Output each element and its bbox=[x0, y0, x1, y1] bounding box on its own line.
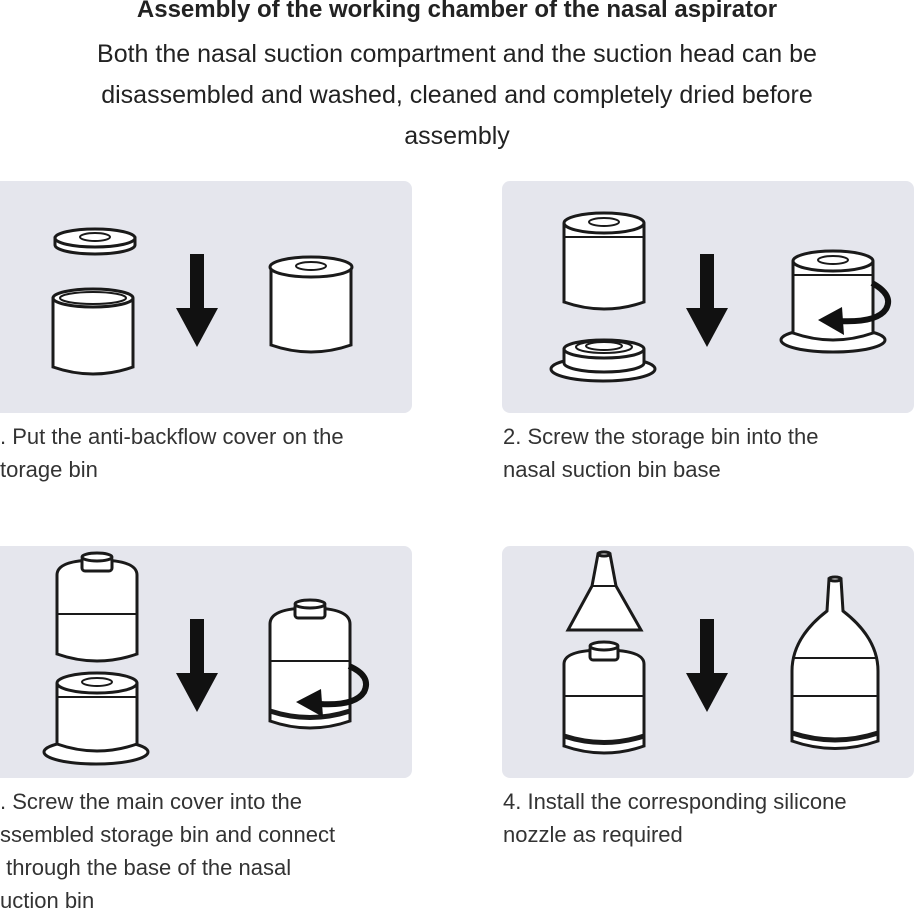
assembled-aspirator-icon bbox=[790, 575, 880, 750]
step-3-caption-line-3: through the base of the nasal bbox=[0, 855, 292, 880]
assembled-bin-icon bbox=[268, 255, 354, 354]
step-3-caption-line-2: ssembled storage bin and connect bbox=[0, 822, 336, 847]
subtitle-line-2: disassembled and washed, cleaned and com… bbox=[101, 81, 813, 109]
step-1-caption-line-1: . Put the anti-backflow cover on the bbox=[0, 424, 344, 449]
suction-bin-base-icon bbox=[549, 338, 657, 383]
step-1-caption: . Put the anti-backflow cover on the tor… bbox=[0, 420, 344, 486]
title: Assembly of the working chamber of the n… bbox=[136, 0, 778, 23]
aspirator-chamber-icon bbox=[562, 640, 646, 755]
step-2-illustration-panel bbox=[502, 181, 914, 413]
step-4-caption-line-2: nozzle as required bbox=[503, 822, 683, 847]
step-3-caption: . Screw the main cover into the ssembled… bbox=[0, 785, 335, 917]
rotate-arrow-icon bbox=[296, 663, 370, 717]
step-3-illustration bbox=[42, 551, 370, 766]
down-arrow-icon bbox=[176, 254, 218, 347]
down-arrow-icon bbox=[686, 254, 728, 347]
main-cover-icon bbox=[55, 551, 139, 663]
storage-bin-with-base-icon bbox=[42, 671, 150, 766]
silicone-nozzle-icon bbox=[565, 550, 644, 632]
step-4-caption: 4. Install the corresponding silicone no… bbox=[503, 785, 847, 851]
subtitle: Both the nasal suction compartment and t… bbox=[20, 34, 894, 157]
step-3-illustration-panel bbox=[0, 546, 412, 778]
step-3-caption-line-4: uction bin bbox=[0, 888, 95, 913]
storage-bin-icon bbox=[51, 287, 135, 376]
step-1-illustration bbox=[51, 227, 354, 376]
step-1-illustration-panel bbox=[0, 181, 412, 413]
rotate-arrow-icon bbox=[818, 280, 892, 335]
step-4-caption-line-1: 4. Install the corresponding silicone bbox=[503, 789, 847, 814]
storage-bin-icon bbox=[562, 211, 646, 311]
down-arrow-icon bbox=[176, 619, 218, 712]
step-3-caption-line-1: . Screw the main cover into the bbox=[0, 789, 303, 814]
anti-backflow-cover-icon bbox=[53, 227, 137, 256]
assembled-bin-icon bbox=[779, 249, 887, 354]
step-2-caption-line-2: nasal suction bin base bbox=[503, 457, 721, 482]
subtitle-line-3: assembly bbox=[404, 122, 510, 150]
subtitle-line-1: Both the nasal suction compartment and t… bbox=[97, 40, 817, 68]
down-arrow-icon bbox=[686, 619, 728, 712]
step-2-caption: 2. Screw the storage bin into the nasal … bbox=[503, 420, 819, 486]
step-4-illustration bbox=[562, 550, 880, 755]
step-1-caption-line-2: torage bin bbox=[0, 457, 98, 482]
step-2-caption-line-1: 2. Screw the storage bin into the bbox=[503, 424, 819, 449]
step-4-illustration-panel bbox=[502, 546, 914, 778]
step-2-illustration bbox=[549, 211, 892, 383]
